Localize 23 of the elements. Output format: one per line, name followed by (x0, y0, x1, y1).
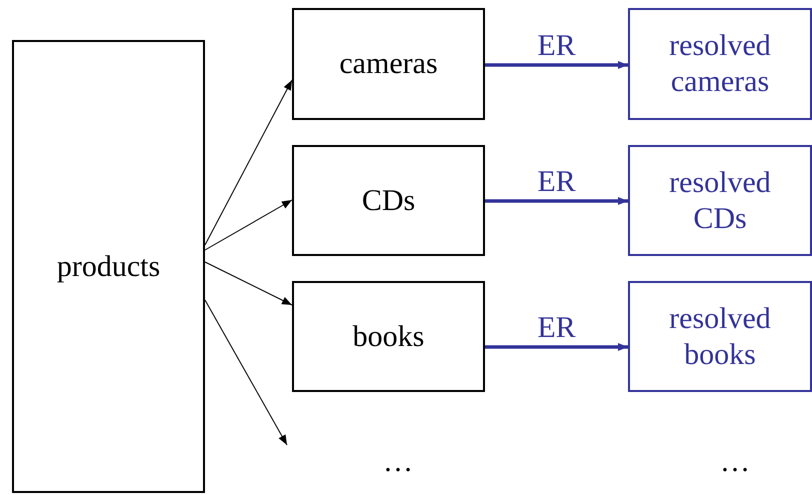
arrow (204, 300, 288, 446)
node-label: resolved cameras (668, 28, 772, 100)
arrow (485, 61, 628, 69)
category-box (292, 281, 485, 392)
node-label: resolved books (668, 300, 772, 372)
ellipsis-text: … (383, 447, 413, 477)
result-box (628, 8, 812, 120)
arrow (204, 262, 292, 306)
result-box (628, 281, 812, 392)
arrow (485, 197, 628, 205)
category-box (292, 145, 485, 256)
category-box (292, 8, 485, 120)
node-label: resolved CDs (668, 164, 772, 236)
node-label: cameras (339, 46, 438, 82)
result-box (628, 145, 812, 256)
arrow (204, 80, 292, 246)
source-box (12, 40, 205, 493)
ellipsis-text: … (720, 447, 750, 477)
node-label: books (352, 318, 424, 354)
node-label: CDs (362, 182, 416, 218)
arrow (204, 200, 292, 250)
arrow (485, 343, 628, 351)
node-label: products (56, 248, 160, 284)
